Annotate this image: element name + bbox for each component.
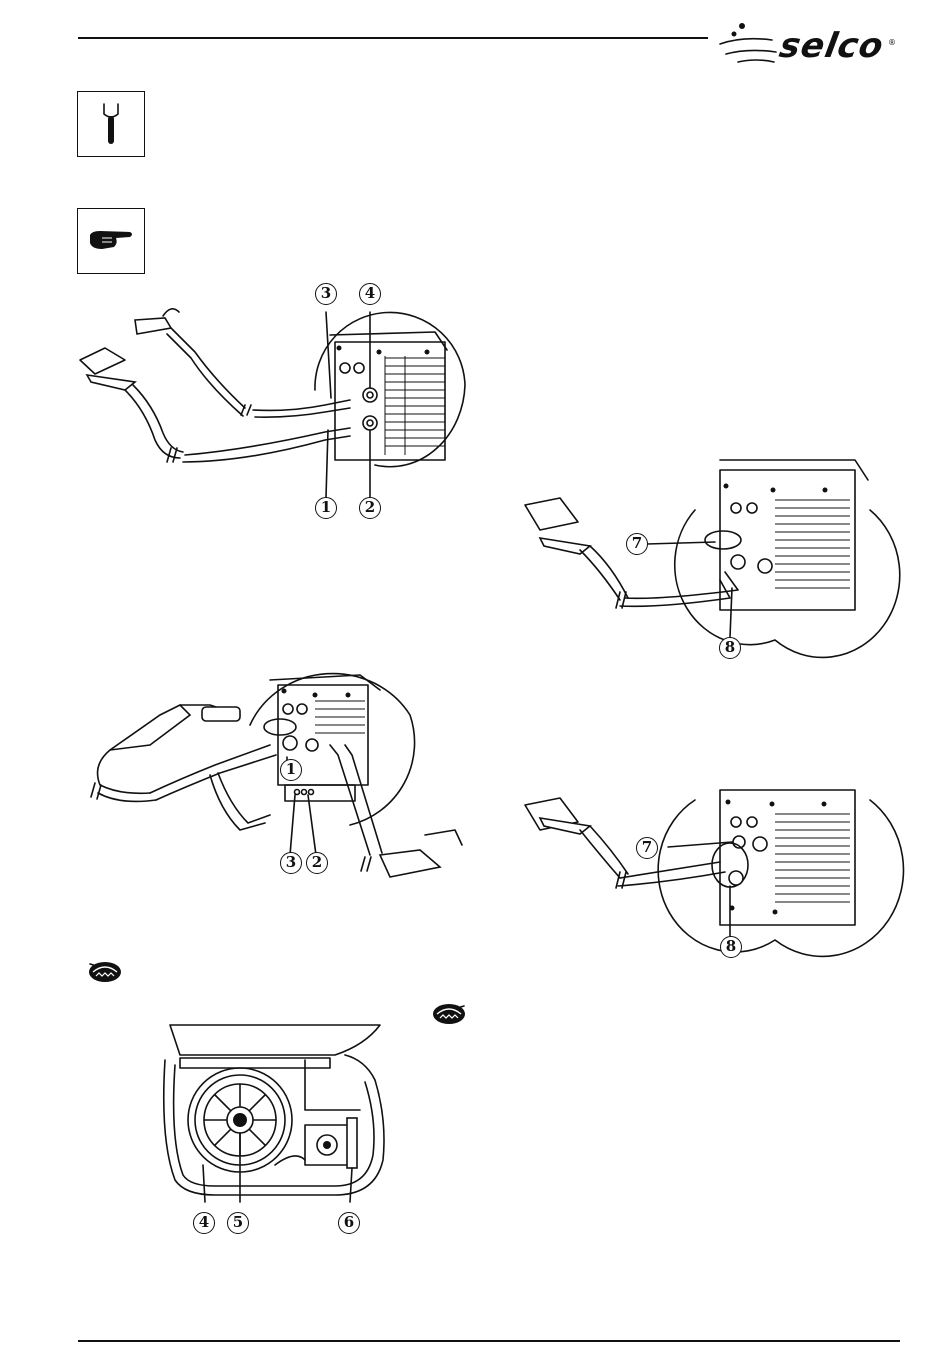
logo-wordmark: selco bbox=[776, 26, 887, 66]
fig2-callout-8: 8 bbox=[719, 637, 741, 659]
hand-icon-box bbox=[77, 208, 145, 274]
figure-4-polarity bbox=[520, 760, 880, 950]
fig1-callout-4: 4 bbox=[359, 283, 381, 305]
figure-2-polarity bbox=[520, 450, 880, 650]
pointing-hand-icon bbox=[78, 209, 144, 273]
fig5-callout-4: 4 bbox=[193, 1212, 215, 1234]
fig5-callout-5: 5 bbox=[227, 1212, 249, 1234]
fig3-callout-1: 1 bbox=[280, 759, 302, 781]
fig5-callout-6: 6 bbox=[338, 1212, 360, 1234]
torch-reel-icon bbox=[431, 1000, 467, 1026]
wrench-icon-box bbox=[77, 91, 145, 157]
footer-rule bbox=[78, 1340, 900, 1342]
fig1-callout-3: 3 bbox=[315, 283, 337, 305]
wrench-icon bbox=[78, 92, 144, 156]
fig2-callout-7: 7 bbox=[626, 533, 648, 555]
logo-registered-mark: ® bbox=[888, 38, 896, 47]
fig3-callout-2: 2 bbox=[306, 852, 328, 874]
torch-reel-icon bbox=[87, 958, 123, 984]
fig1-callout-1: 1 bbox=[315, 497, 337, 519]
figure-1-mma-connection bbox=[75, 290, 475, 520]
fig1-callout-2: 2 bbox=[359, 497, 381, 519]
fig4-callout-7: 7 bbox=[636, 837, 658, 859]
fig3-callout-3: 3 bbox=[280, 852, 302, 874]
figure-5-wire-feeder bbox=[155, 1020, 395, 1220]
fig4-callout-8: 8 bbox=[720, 936, 742, 958]
header-rule bbox=[78, 37, 708, 39]
